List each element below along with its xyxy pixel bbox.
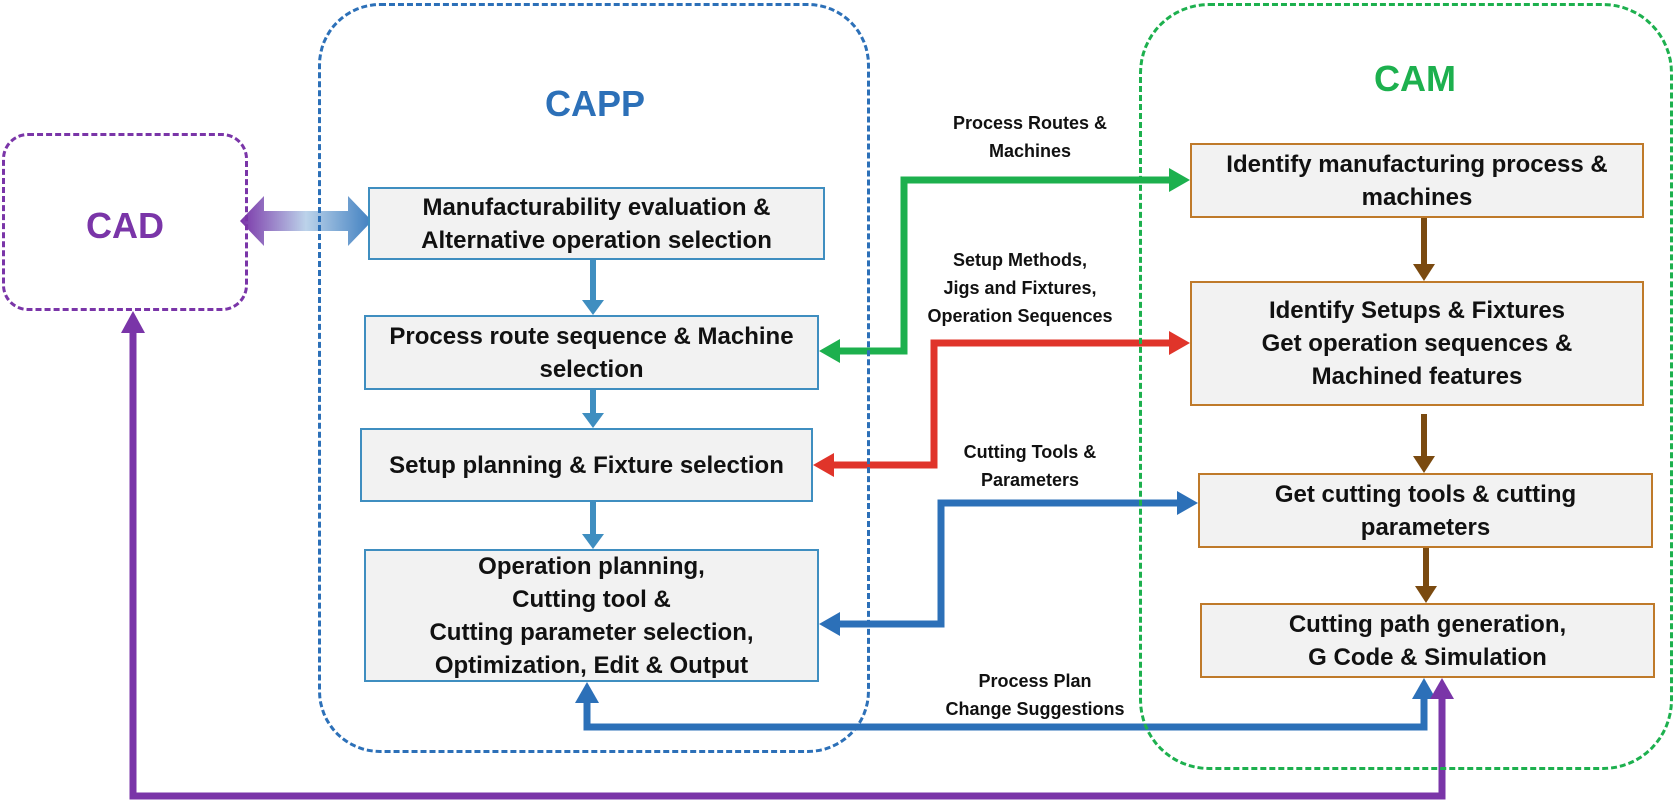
cam-region bbox=[1139, 3, 1673, 770]
cam-step-cutting-tools: Get cutting tools & cutting parameters bbox=[1198, 473, 1653, 548]
capp-step-setup-planning: Setup planning & Fixture selection bbox=[360, 428, 813, 502]
cam-arrow-2-3-head bbox=[1413, 456, 1435, 473]
cam-title: CAM bbox=[1374, 58, 1456, 99]
setup-fixtures-label: Setup Methods, Jigs and Fixtures, Operat… bbox=[927, 250, 1113, 326]
setup-fixtures-flow bbox=[813, 331, 1190, 477]
cam-step-identify-process: Identify manufacturing process & machine… bbox=[1190, 143, 1644, 218]
cam-internal-arrows bbox=[1413, 218, 1437, 603]
cam-arrow-3-4-head bbox=[1415, 586, 1437, 603]
capp-step-process-route: Process route sequence & Machine selecti… bbox=[364, 315, 819, 390]
capp-step-operation-planning: Operation planning, Cutting tool & Cutti… bbox=[364, 549, 819, 682]
plan-feedback-flow bbox=[575, 678, 1436, 731]
capp-arrow-1-2-head bbox=[582, 300, 604, 315]
cad-region bbox=[2, 133, 248, 311]
plan-feedback-label: Process Plan Change Suggestions bbox=[945, 671, 1125, 719]
routes-machines-flow bbox=[819, 168, 1190, 363]
cad-title: CAD bbox=[86, 205, 164, 246]
capp-arrow-3-4-head bbox=[582, 534, 604, 549]
capp-region bbox=[318, 3, 870, 753]
cam-step-identify-setups: Identify Setups & Fixtures Get operation… bbox=[1190, 281, 1644, 406]
capp-internal-arrows bbox=[582, 260, 604, 549]
capp-step-manufacturability: Manufacturability evaluation & Alternati… bbox=[368, 187, 825, 260]
cam-arrow-1-2-head bbox=[1413, 264, 1435, 281]
capp-arrow-2-3-head bbox=[582, 413, 604, 428]
routes-machines-label: Process Routes & Machines bbox=[952, 113, 1108, 161]
cad-capp-exchange-arrow bbox=[240, 196, 372, 246]
cam-step-cutting-path: Cutting path generation, G Code & Simula… bbox=[1200, 603, 1655, 678]
capp-title: CAPP bbox=[544, 83, 646, 124]
cad-feedback-flow bbox=[121, 311, 1454, 800]
tools-parameters-flow bbox=[819, 491, 1198, 636]
tools-parameters-label: Cutting Tools & Parameters bbox=[963, 442, 1097, 490]
